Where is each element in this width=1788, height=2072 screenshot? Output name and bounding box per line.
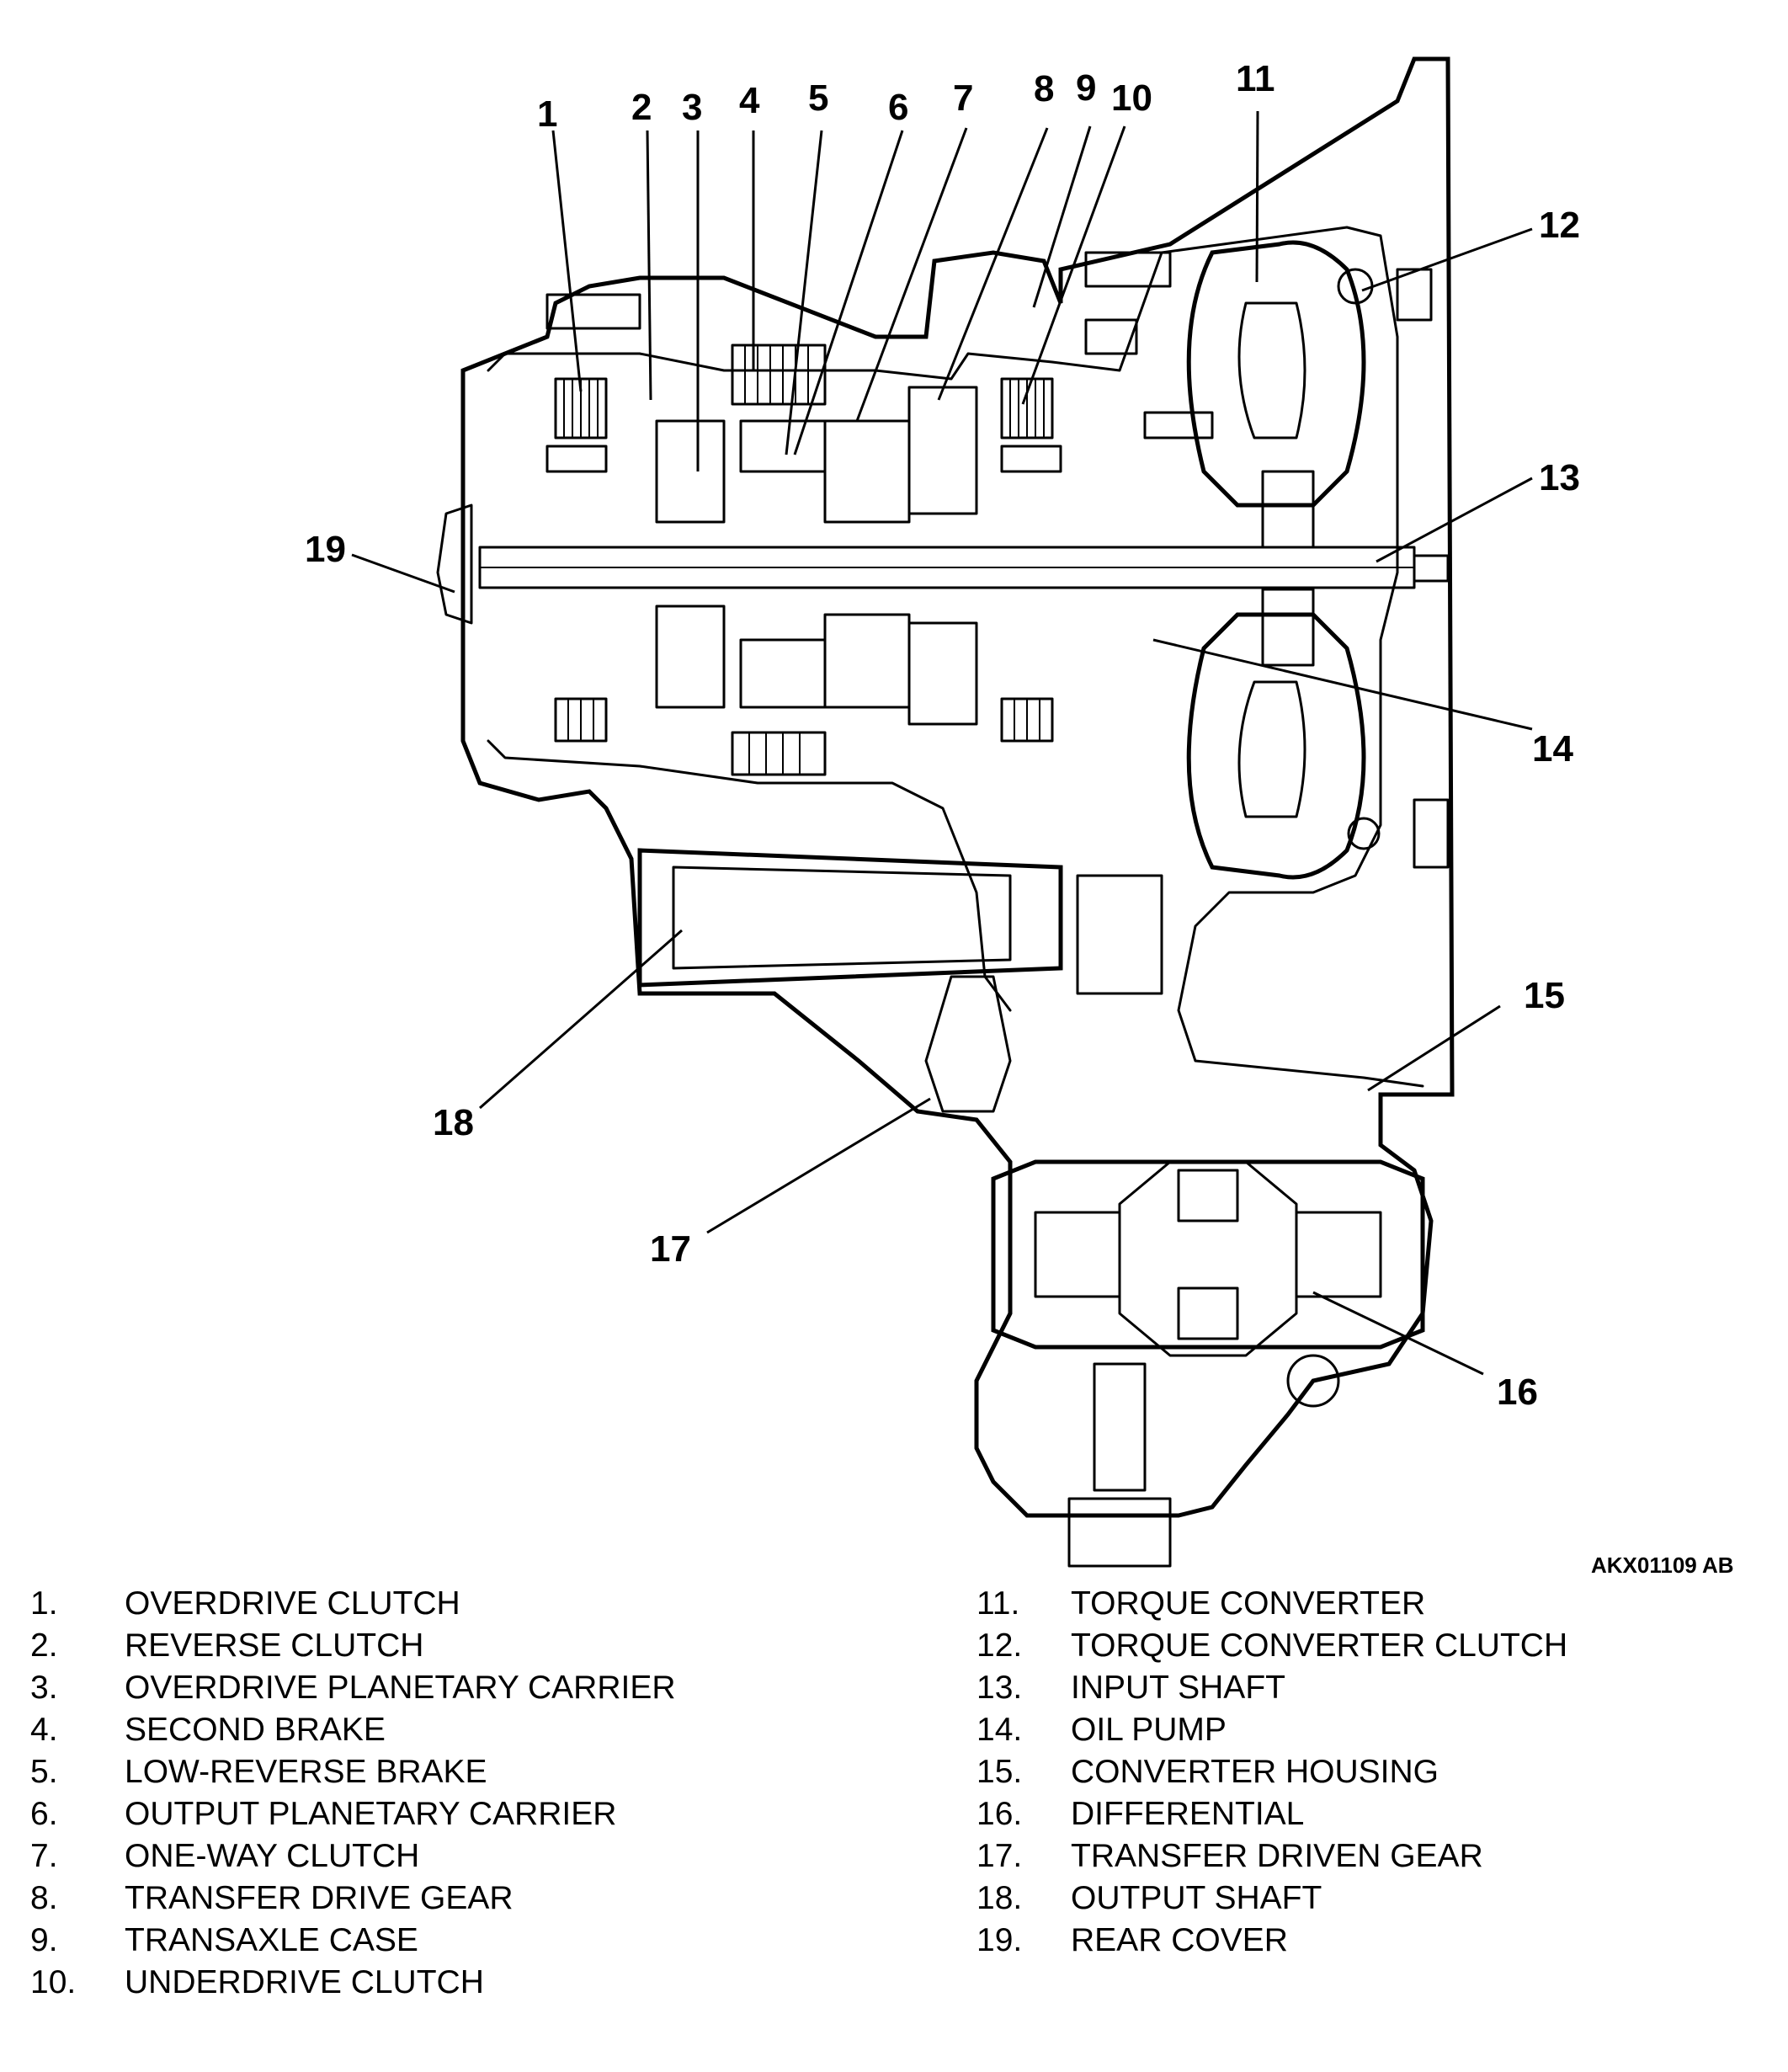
callout-16: 16 [1497,1372,1538,1413]
legend-label: TRANSAXLE CASE [125,1922,418,1958]
legend-num: 2. [30,1627,58,1664]
case-inner-wall-lower [487,739,1012,1012]
callout-9: 9 [1076,67,1096,109]
legend-item-1: 1. OVERDRIVE CLUTCH [30,1583,676,1625]
callout-13: 13 [1539,457,1580,498]
legend-label: INPUT SHAFT [1071,1670,1285,1706]
legend-num: 1. [30,1585,58,1622]
legend-num: 18. [976,1880,1023,1916]
torque-converter-shape [1186,240,1381,880]
legend-num: 6. [30,1796,58,1832]
legend-label: OUTPUT PLANETARY CARRIER [125,1796,617,1832]
legend-left: 1. OVERDRIVE CLUTCH 2. REVERSE CLUTCH 3. OV… [30,1583,676,2004]
callout-1: 1 [537,93,557,135]
legend-item-10: 10. UNDERDRIVE CLUTCH [30,1962,676,2004]
leader-lines [351,110,1533,1376]
legend-label: CONVERTER HOUSING [1071,1754,1439,1790]
legend-num: 13. [976,1670,1023,1706]
legend-num: 3. [30,1670,58,1706]
legend-label: SECOND BRAKE [125,1712,386,1748]
legend-label: UNDERDRIVE CLUTCH [125,1964,484,2000]
legend-item-11: 11. TORQUE CONVERTER [976,1583,1567,1625]
callout-labels: 1 2 3 4 5 6 7 8 9 10 11 12 13 14 15 16 1… [305,58,1580,1413]
legend-item-17: 17. TRANSFER DRIVEN GEAR [976,1835,1567,1878]
callout-18: 18 [433,1102,474,1143]
legend-item-9: 9. TRANSAXLE CASE [30,1920,676,1962]
legend-label: ONE-WAY CLUTCH [125,1838,420,1874]
legend-item-6: 6. OUTPUT PLANETARY CARRIER [30,1793,676,1835]
differential-shape [991,1159,1425,1568]
legend-num: 8. [30,1880,58,1916]
legend-label: OVERDRIVE PLANETARY CARRIER [125,1670,676,1706]
callout-4: 4 [739,80,760,121]
legend-item-15: 15. CONVERTER HOUSING [976,1751,1567,1793]
legend-item-16: 16. DIFFERENTIAL [976,1793,1567,1835]
legend-num: 16. [976,1796,1023,1832]
legend-label: LOW-REVERSE BRAKE [125,1754,487,1790]
legend-num: 11. [976,1585,1020,1622]
legend-num: 10. [30,1964,77,2000]
legend-label: TORQUE CONVERTER CLUTCH [1071,1627,1568,1664]
legend-right: 11. TORQUE CONVERTER 12. TORQUE CONVERTER … [976,1583,1567,1962]
legend-num: 14. [976,1712,1023,1748]
callout-8: 8 [1034,68,1054,109]
callout-5: 5 [808,77,828,119]
legend-item-14: 14. OIL PUMP [976,1709,1567,1751]
legend-item-4: 4. SECOND BRAKE [30,1709,676,1751]
callout-6: 6 [888,87,908,128]
legend-num: 12. [976,1627,1023,1664]
legend-label: TORQUE CONVERTER [1071,1585,1426,1622]
input-shaft-end [1413,554,1450,583]
callout-10: 10 [1111,77,1152,119]
clutch-pack-lower [554,605,1054,776]
legend-num: 7. [30,1838,58,1874]
legend-num: 17. [976,1838,1023,1874]
figure-code: AKX01109 AB [1591,1553,1734,1578]
legend-num: 4. [30,1712,58,1748]
callout-17: 17 [650,1228,691,1270]
legend-label: TRANSFER DRIVEN GEAR [1071,1838,1483,1874]
legend-item-8: 8. TRANSFER DRIVE GEAR [30,1878,676,1920]
transaxle-cross-section-diagram: 1 2 3 4 5 6 7 8 9 10 11 12 13 14 15 16 1… [305,56,1580,1568]
legend-label: DIFFERENTIAL [1071,1796,1305,1832]
legend-item-18: 18. OUTPUT SHAFT [976,1878,1567,1920]
legend-item-5: 5. LOW-REVERSE BRAKE [30,1751,676,1793]
callout-11: 11 [1236,58,1275,99]
callout-14: 14 [1532,728,1573,770]
legend-num: 15. [976,1754,1023,1790]
transfer-driven-gear-shape [924,975,1012,1113]
legend-label: OVERDRIVE CLUTCH [125,1585,460,1622]
clutch-pack-upper [545,344,1062,524]
legend-item-2: 2. REVERSE CLUTCH [30,1625,676,1667]
callout-2: 2 [631,87,652,128]
callout-19: 19 [305,529,346,570]
callout-12: 12 [1539,205,1580,246]
legend-item-7: 7. ONE-WAY CLUTCH [30,1835,676,1878]
legend-label: REVERSE CLUTCH [125,1627,424,1664]
output-shaft-shape [637,848,1163,995]
case-inner-wall [487,226,1424,1088]
callout-7: 7 [953,77,973,119]
legend-label: REAR COVER [1071,1922,1288,1958]
rear-cover-shape [436,503,473,625]
legend-label: TRANSFER DRIVE GEAR [125,1880,514,1916]
legend-num: 9. [30,1922,58,1958]
legend-label: OUTPUT SHAFT [1071,1880,1322,1916]
legend-num: 19. [976,1922,1023,1958]
legend-item-19: 19. REAR COVER [976,1920,1567,1962]
callout-3: 3 [682,87,702,128]
legend-label: OIL PUMP [1071,1712,1227,1748]
legend-item-12: 12. TORQUE CONVERTER CLUTCH [976,1625,1567,1667]
callout-15: 15 [1524,975,1565,1016]
legend-num: 5. [30,1754,58,1790]
legend-item-13: 13. INPUT SHAFT [976,1667,1567,1709]
legend-item-3: 3. OVERDRIVE PLANETARY CARRIER [30,1667,676,1709]
